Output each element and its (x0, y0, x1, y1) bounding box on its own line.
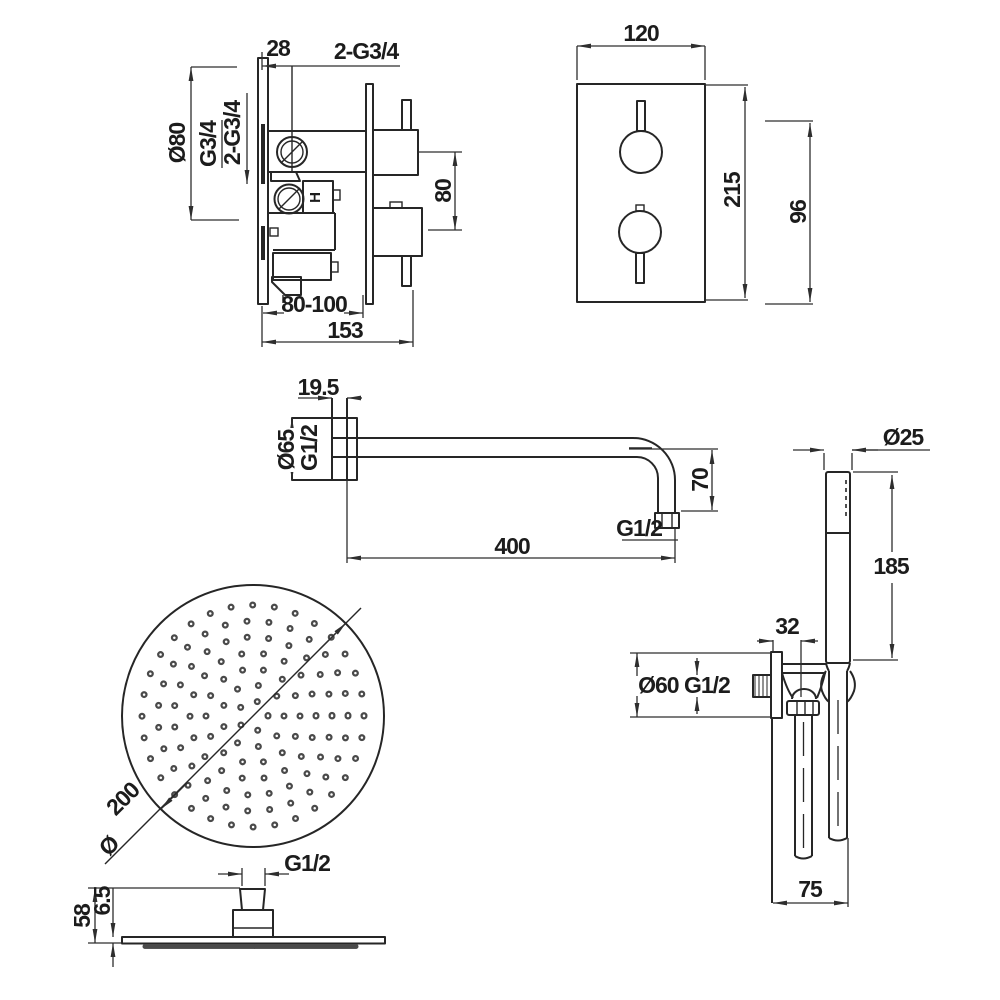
dim-valve-thread-2g34: 2-G3/4 (219, 100, 245, 166)
dim-wand-diameter: Ø25 (883, 424, 925, 450)
bottom-knob (618, 210, 662, 254)
arm-tube-inner (332, 456, 659, 513)
valve-lower-block (272, 252, 332, 281)
head-connector-neck (239, 888, 266, 911)
dim-valve-handle-spacing: 80 (430, 179, 456, 203)
dim-outlet-flange: Ø60 G1/2 (638, 672, 730, 698)
nozzle-dots (138, 601, 368, 831)
dim-valve-port-offset: 28 (266, 35, 291, 61)
top-handle (372, 129, 419, 176)
bottom-handle-stem (401, 255, 412, 287)
arm-tube-outer (332, 437, 676, 513)
bottom-outlet (271, 276, 302, 296)
handset-wand (825, 471, 851, 664)
bottom-knob-stem (635, 252, 645, 284)
lower-port (273, 183, 305, 215)
hose-nut (786, 700, 820, 716)
outlet-flange (770, 651, 783, 719)
dim-arm-length: 400 (494, 533, 530, 559)
outlet-thread-stub (752, 674, 772, 698)
handset-view: Ø25 185 32 Ø60 G1/2 75 (630, 424, 930, 907)
dim-bracket-offset: 32 (775, 613, 799, 639)
dim-wand-length: 185 (873, 553, 910, 579)
hot-port-marker: H (307, 193, 324, 203)
dim-valve-plate-diameter: Ø80 (164, 123, 190, 164)
plate-section-fill (261, 124, 265, 184)
dim-arm-drop: 70 (687, 468, 713, 492)
handle-flange-plane (365, 83, 374, 305)
dim-head-height: 58 (69, 903, 95, 928)
top-knob (619, 130, 663, 174)
dim-arm-flange-depth: 19.5 (298, 374, 340, 400)
plate-section-fill (261, 226, 265, 260)
trim-plate (576, 83, 706, 303)
bottom-handle (372, 207, 423, 257)
dim-head-thread: G1/2 (284, 850, 330, 876)
diameter-symbol: Ø (93, 830, 123, 860)
dim-valve-embed-depth: 80-100 (281, 291, 347, 317)
top-knob-stem (636, 100, 646, 132)
elbow-body (781, 672, 794, 699)
arm-outlet-nut (654, 512, 680, 529)
dim-hose-width: 75 (798, 876, 823, 902)
valve-side-view: H 28 2-G3/4 Ø80 G3/4 2-G3/4 80 (164, 35, 462, 347)
dim-arm-flange-diameter: Ø65 (273, 429, 299, 471)
dim-valve-thread-g34: G3/4 (195, 120, 221, 167)
dim-plate-width: 120 (623, 20, 659, 46)
valve-front-view: 120 215 96 (576, 20, 813, 305)
dim-plate-height: 215 (719, 171, 745, 208)
upper-port (276, 136, 308, 168)
top-handle-stem (401, 99, 412, 131)
head-connector-body (232, 909, 274, 938)
dim-head-diameter: 200 (101, 777, 145, 821)
dim-valve-total-depth: 153 (327, 317, 363, 343)
dim-valve-top-ports-thread: 2-G3/4 (334, 38, 400, 64)
dim-arm-inlet-thread: G1/2 (296, 425, 322, 471)
dim-arm-outlet-thread: G1/2 (616, 515, 662, 541)
head-face (121, 584, 385, 848)
shower-head-view: 200 Ø G1/2 58 6.5 (69, 584, 386, 967)
dim-handle-span: 96 (785, 200, 811, 224)
shower-arm-view: 19.5 Ø65 G1/2 70 G1/2 400 (273, 374, 718, 563)
dim-head-plate-thickness: 6.5 (89, 885, 115, 915)
